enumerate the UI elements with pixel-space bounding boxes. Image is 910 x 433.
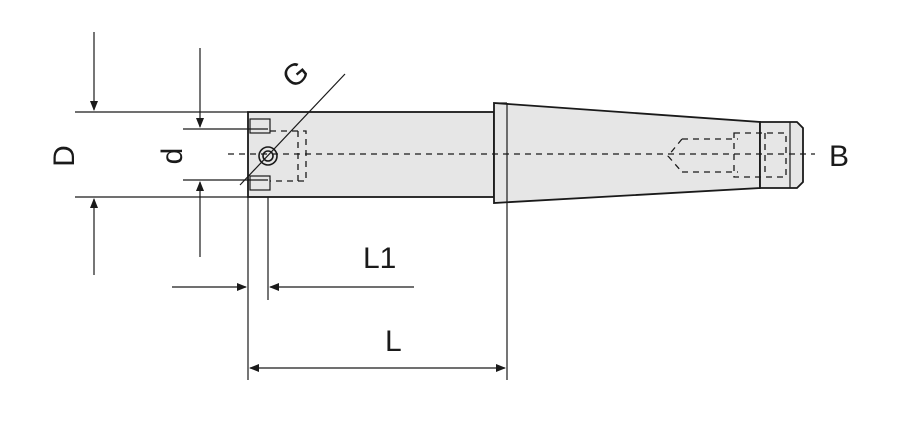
label-L1: L1 bbox=[363, 242, 396, 275]
label-B: B bbox=[829, 140, 849, 173]
end-cap bbox=[759, 121, 804, 189]
hidden-bore-left bbox=[270, 130, 307, 182]
set-screw-outer bbox=[258, 146, 278, 166]
slot-top bbox=[249, 118, 271, 134]
hidden-bore-right bbox=[667, 138, 738, 173]
label-L: L bbox=[385, 325, 402, 358]
label-G: G bbox=[276, 55, 315, 95]
set-screw-inner bbox=[262, 150, 274, 162]
label-d: d bbox=[156, 148, 189, 165]
hidden-pocket bbox=[733, 132, 787, 178]
g-leader bbox=[239, 73, 346, 186]
taper-body bbox=[493, 102, 761, 204]
label-D: D bbox=[48, 145, 81, 167]
slot-bottom bbox=[249, 175, 271, 191]
